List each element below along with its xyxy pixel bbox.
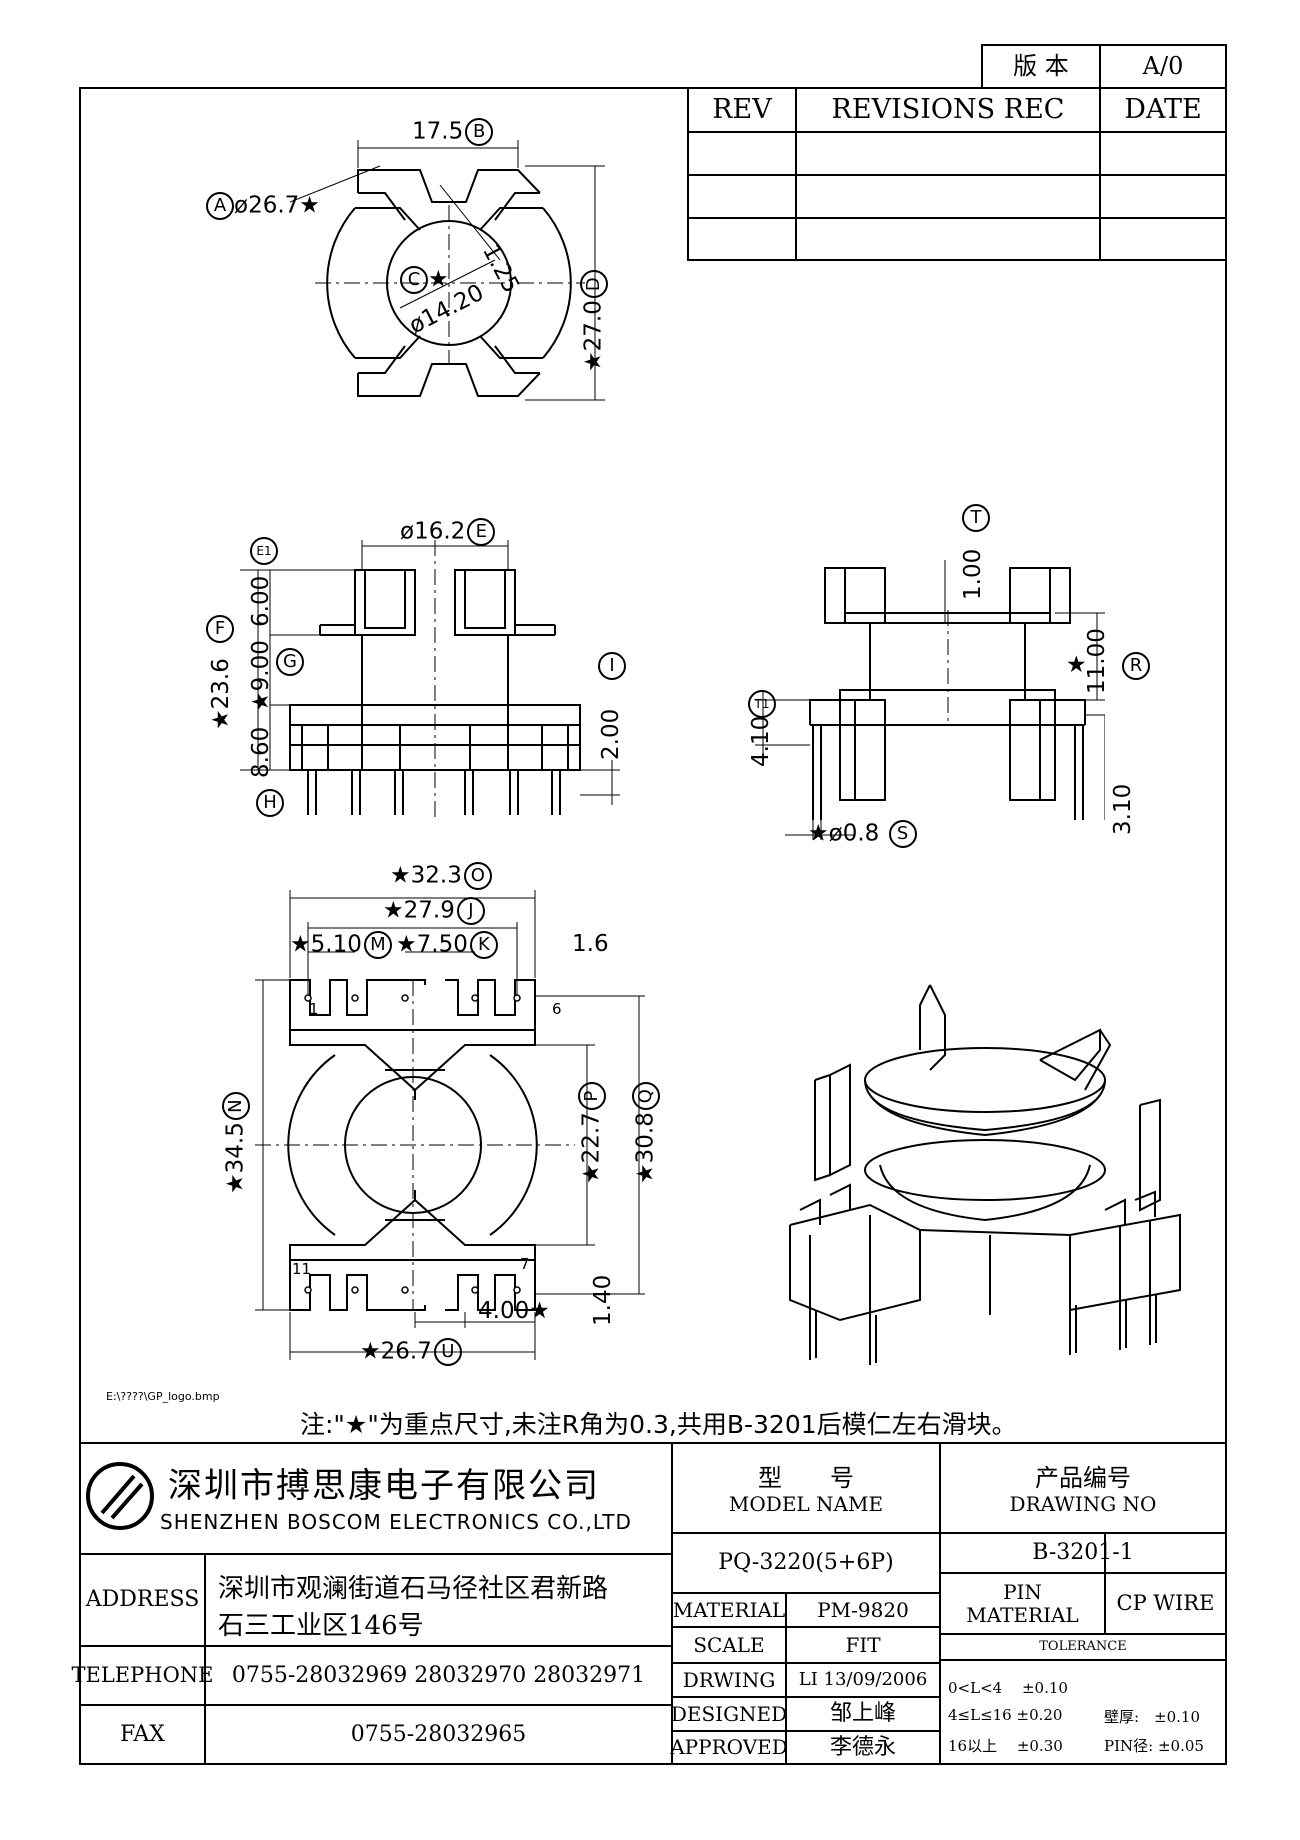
dim-900: ★9.00 bbox=[248, 640, 274, 712]
drawing-label-cn: 产品编号 bbox=[1035, 1464, 1131, 1492]
tag-h: H bbox=[254, 789, 284, 817]
tag-t: T bbox=[960, 504, 990, 532]
address-line2: 石三工业区146号 bbox=[218, 1611, 424, 1641]
drawing-number: B-3201-1 bbox=[1032, 1540, 1134, 1566]
drawing-label-en: DRAWING NO bbox=[1009, 1492, 1157, 1516]
dim-140: 1.40 bbox=[590, 1274, 616, 1326]
isometric-view bbox=[770, 970, 1200, 1370]
dim-345: ★34.5N bbox=[222, 1092, 250, 1194]
dim-236: ★23.6 bbox=[208, 658, 234, 730]
pin-7-label: 7 bbox=[520, 1255, 530, 1273]
tag-r: R bbox=[1120, 652, 1150, 680]
approved-value: 李德永 bbox=[829, 1734, 896, 1760]
tag-e1: E1 bbox=[248, 537, 278, 565]
drawing-date: LI 13/09/2006 bbox=[798, 1668, 928, 1690]
company-logo bbox=[82, 1458, 158, 1534]
tolerance-row-3: 16以上 ±0.30 bbox=[948, 1737, 1063, 1755]
dim-1100: 11.00 bbox=[1084, 628, 1110, 694]
rev-column-header: REV bbox=[712, 94, 772, 126]
top-view bbox=[290, 130, 620, 440]
pin-diameter-tolerance: PIN径: ±0.05 bbox=[1104, 1737, 1204, 1755]
tag-i: I bbox=[596, 652, 626, 680]
date-column-header: DATE bbox=[1124, 94, 1202, 126]
dim-1100-star: ★ bbox=[1066, 652, 1087, 678]
scale-value: FIT bbox=[845, 1632, 881, 1657]
drawing-by-label: DRWING bbox=[682, 1667, 776, 1692]
wall-thickness-tolerance: 壁厚: ±0.10 bbox=[1104, 1708, 1201, 1726]
version-value: A/0 bbox=[1142, 51, 1184, 80]
bottom-view bbox=[235, 870, 665, 1370]
front-view bbox=[240, 520, 640, 820]
pin-6-label: 6 bbox=[552, 1000, 562, 1018]
dim-227: ★22.7P bbox=[578, 1082, 606, 1184]
dim-410: 4.10 bbox=[748, 715, 774, 767]
logo-path: E:\????\GP_logo.bmp bbox=[106, 1390, 220, 1403]
tag-t1: T1 bbox=[746, 690, 776, 718]
material-value: PM-9820 bbox=[817, 1597, 909, 1622]
tolerance-row-2: 4≤L≤16 ±0.20 bbox=[948, 1706, 1063, 1724]
dim-height-27: ★27.0D bbox=[580, 270, 608, 372]
fax-value: 0755-28032965 bbox=[350, 1721, 527, 1747]
dim-16: 1.6 bbox=[572, 931, 609, 957]
dim-308: ★30.8Q bbox=[632, 1082, 660, 1184]
designed-value: 邹上峰 bbox=[829, 1701, 896, 1727]
dim-860: 8.60 bbox=[248, 726, 274, 778]
designed-label: DESIGNED bbox=[670, 1701, 788, 1726]
tag-f: F bbox=[204, 615, 234, 643]
pin-material-value: CP WIRE bbox=[1116, 1591, 1215, 1616]
pin-material-label: PIN MATERIAL bbox=[966, 1579, 1079, 1627]
model-label-cn: 型 号 bbox=[758, 1464, 854, 1492]
dim-pin-dia: ★ø0.8 S bbox=[808, 820, 917, 848]
approved-label: APPROVED bbox=[670, 1735, 788, 1759]
company-name-cn: 深圳市搏思康电子有限公司 bbox=[168, 1466, 600, 1506]
dim-600: 6.00 bbox=[248, 575, 274, 627]
dim-400: 4.00★ bbox=[478, 1298, 550, 1324]
address-line1: 深圳市观澜街道石马径社区君新路 bbox=[218, 1574, 609, 1604]
tag-g: G bbox=[274, 648, 304, 676]
dim-310: 3.10 bbox=[1110, 783, 1136, 835]
pin-1-label: 1 bbox=[309, 1000, 319, 1018]
drawing-note: 注:"★"为重点尺寸,未注R角为0.3,共用B-3201后模仁左右滑块。 bbox=[300, 1410, 1017, 1439]
scale-label: SCALE bbox=[693, 1632, 765, 1657]
version-label: 版 本 bbox=[1013, 51, 1069, 80]
pin-11-label: 11 bbox=[292, 1260, 312, 1278]
dim-core-dia-tag: C★ bbox=[398, 266, 449, 294]
company-name-en: SHENZHEN BOSCOM ELECTRONICS CO.,LTD bbox=[160, 1510, 632, 1534]
tolerance-row-1: 0<L<4 ±0.10 bbox=[948, 1679, 1068, 1697]
dim-200: 2.00 bbox=[598, 708, 624, 760]
revisions-rec-header: REVISIONS REC bbox=[831, 94, 1065, 126]
fax-label: FAX bbox=[120, 1721, 165, 1747]
material-label: MATERIAL bbox=[672, 1597, 786, 1622]
address-label: ADDRESS bbox=[85, 1587, 200, 1613]
telephone-value: 0755-28032969 28032970 28032971 bbox=[231, 1662, 646, 1688]
model-value: PQ-3220(5+6P) bbox=[718, 1550, 894, 1576]
side-view bbox=[745, 540, 1105, 860]
telephone-label: TELEPHONE bbox=[71, 1663, 214, 1688]
dim-100: 1.00 bbox=[960, 548, 986, 600]
tolerance-label: TOLERANCE bbox=[1039, 1638, 1127, 1654]
model-label-en: MODEL NAME bbox=[728, 1492, 884, 1516]
